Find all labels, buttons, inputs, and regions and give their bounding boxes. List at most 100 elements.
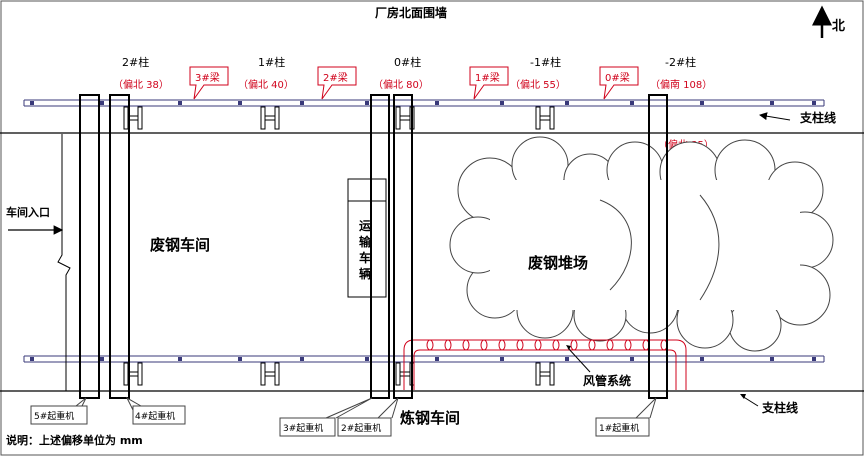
crane-3-callout: 3#起重机 (279, 397, 373, 437)
beam-1-callout: 1#梁 (469, 66, 509, 100)
rail-bolt (700, 101, 704, 105)
pillar-minus1-name: -1#柱 (530, 55, 561, 69)
duct-rings (426, 339, 668, 351)
scrap-workshop-label: 废钢车间 (150, 236, 210, 254)
rail-bolt (500, 357, 504, 361)
steelmaking-workshop-label: 炼钢车间 (400, 409, 460, 427)
scrap-yard-label: 废钢堆场 (528, 254, 588, 272)
vehicle-char-2: 输 (359, 234, 372, 249)
crane-2-frame (393, 94, 413, 399)
beam-3-callout: 3#梁 (189, 66, 229, 100)
pillar-2-name: 2#柱 (122, 55, 149, 69)
north-label: 北 (832, 19, 845, 34)
pillar-minus2-name: -2#柱 (665, 55, 696, 69)
top-h-columns (123, 106, 555, 130)
pillar-0-offset: （偏北 80） (373, 78, 429, 91)
top-rail (23, 99, 825, 107)
vehicle-char-1: 运 (359, 219, 371, 233)
duct-ring (444, 339, 452, 351)
support-line-pointer-bottom-head (740, 394, 746, 399)
support-line-pointer-top (759, 112, 791, 121)
rail-bolt (365, 357, 369, 361)
duct-label: 风管系统 (583, 373, 631, 388)
top-rail-bolts (30, 101, 816, 105)
svg-text:1#梁: 1#梁 (475, 71, 500, 84)
rail-bolt (812, 357, 816, 361)
support-line-label-top: 支柱线 (799, 110, 836, 125)
crane-callouts: 5#起重机 4#起重机 3#起重机 2#起重机 1#起重机 (30, 396, 657, 437)
pillar-1-name: 1#柱 (258, 55, 285, 69)
beam-0-callout: 0#梁 (599, 66, 639, 100)
duct-ring (552, 339, 560, 351)
support-line-pointer-bottom (741, 395, 759, 407)
pillar-0-name: 0#柱 (394, 55, 421, 69)
svg-text:3#梁: 3#梁 (195, 71, 220, 84)
entrance-break-line (57, 134, 71, 391)
entrance-label: 车间入口 (6, 205, 50, 219)
crane-1-callout: 1#起重机 (595, 397, 657, 437)
rail-bolt (565, 357, 569, 361)
rail-bolt (178, 357, 182, 361)
h-column-icon (123, 106, 143, 130)
crane-1-frame (648, 94, 668, 399)
rail-bolt (770, 357, 774, 361)
beam-2-callout: 2#梁 (317, 66, 357, 100)
h-column-icon (260, 106, 280, 130)
support-line-label-bottom: 支柱线 (761, 400, 798, 415)
rail-bolt (700, 357, 704, 361)
bottom-rail (23, 355, 825, 363)
pillar-minus2-offset: （偏南 108） (650, 78, 712, 91)
rail-bolt (565, 101, 569, 105)
svg-text:0#梁: 0#梁 (605, 71, 630, 84)
duct-pointer-head (566, 345, 571, 350)
crane-frames (79, 94, 668, 399)
svg-text:5#起重机: 5#起重机 (34, 410, 74, 422)
bottom-rail-bolts (30, 357, 816, 361)
rail-bolt (300, 357, 304, 361)
h-column-icon (260, 362, 280, 386)
crane-5-frame (79, 94, 100, 399)
rail-bolt (435, 357, 439, 361)
crane-4-callout: 4#起重机 (125, 396, 186, 425)
rail-bolt (500, 101, 504, 105)
rail-bolt (630, 357, 634, 361)
rail-bolt (238, 357, 242, 361)
duct-ring (498, 339, 506, 351)
duct-ring (534, 339, 542, 351)
rail-bolt (100, 357, 104, 361)
scrap-yard-cloud (449, 136, 834, 352)
crane-2-callout: 2#起重机 (337, 397, 399, 437)
rail-bolt (238, 101, 242, 105)
duct-ring (588, 339, 596, 351)
duct-system (403, 339, 687, 390)
vehicle-char-3: 车 (359, 250, 371, 265)
duct-ring (462, 339, 470, 351)
unit-note: 说明：上述偏移单位为 mm (6, 433, 143, 447)
rail-bolt (300, 101, 304, 105)
svg-text:2#起重机: 2#起重机 (341, 422, 381, 434)
crane-5-callout: 5#起重机 (30, 397, 88, 425)
rail-bolt (435, 101, 439, 105)
crane-3-frame (370, 94, 390, 399)
duct-ring (570, 339, 578, 351)
svg-text:2#梁: 2#梁 (323, 71, 348, 84)
rail-bolt (365, 101, 369, 105)
beam-callouts: 3#梁 2#梁 1#梁 0#梁 (189, 66, 639, 100)
vehicle-char-4: 辆 (359, 266, 371, 281)
rail-bolt (812, 101, 816, 105)
duct-pointer (567, 347, 591, 373)
duct-ring (426, 339, 434, 351)
svg-text:4#起重机: 4#起重机 (135, 410, 175, 422)
svg-text:1#起重机: 1#起重机 (599, 422, 639, 434)
duct-ring (606, 339, 614, 351)
transport-vehicle: 运 输 车 辆 (347, 178, 387, 298)
duct-ring (516, 339, 524, 351)
bottom-h-columns (123, 362, 555, 386)
duct-ring (624, 339, 632, 351)
rail-bolt (100, 101, 104, 105)
h-column-icon (123, 362, 143, 386)
duct-ring (480, 339, 488, 351)
